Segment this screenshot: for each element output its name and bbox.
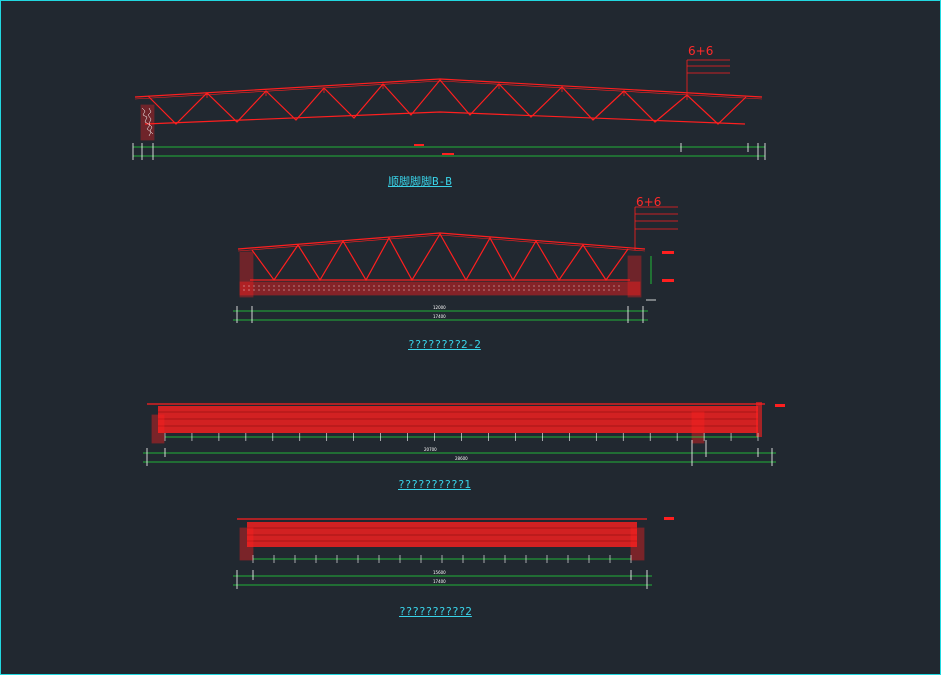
dimension-lines-bb bbox=[132, 143, 766, 160]
dim-17400: 17400 bbox=[433, 579, 446, 584]
caption-elevation-2: ??????????2 bbox=[399, 605, 472, 618]
dim-28600: 28600 bbox=[455, 456, 468, 461]
dim-15600: 15600 bbox=[433, 570, 446, 575]
dim-20700: 20700 bbox=[424, 447, 437, 452]
roof-note-leader-bb bbox=[686, 59, 730, 97]
caption-section-22: ????????2-2 bbox=[408, 338, 481, 351]
dim-17400: 17400 bbox=[433, 314, 446, 319]
elevation-1-structure bbox=[147, 402, 785, 444]
roof-note-leader-22 bbox=[634, 206, 678, 250]
elevation-1-overall-dims bbox=[143, 440, 776, 466]
truss-section-bb bbox=[134, 78, 763, 125]
elevation-1-panel-dims bbox=[164, 433, 759, 441]
caption-elevation-1: ??????????1 bbox=[398, 478, 471, 491]
support-column-bb bbox=[140, 104, 155, 141]
truss-section-22 bbox=[237, 232, 646, 282]
roof-note-bb: 6+6 bbox=[688, 44, 714, 58]
elevation-2-structure bbox=[237, 517, 674, 561]
elevation-2-panel-dims bbox=[252, 555, 632, 563]
roof-note-22: 6+6 bbox=[636, 195, 662, 209]
dimension-lines-22 bbox=[233, 251, 674, 323]
dim-12000: 12000 bbox=[433, 305, 446, 310]
elevation-2-overall-dims bbox=[233, 570, 652, 589]
caption-section-bb: 顺脚脚脚B-B bbox=[388, 175, 452, 188]
foundation-beam-22 bbox=[239, 251, 642, 298]
